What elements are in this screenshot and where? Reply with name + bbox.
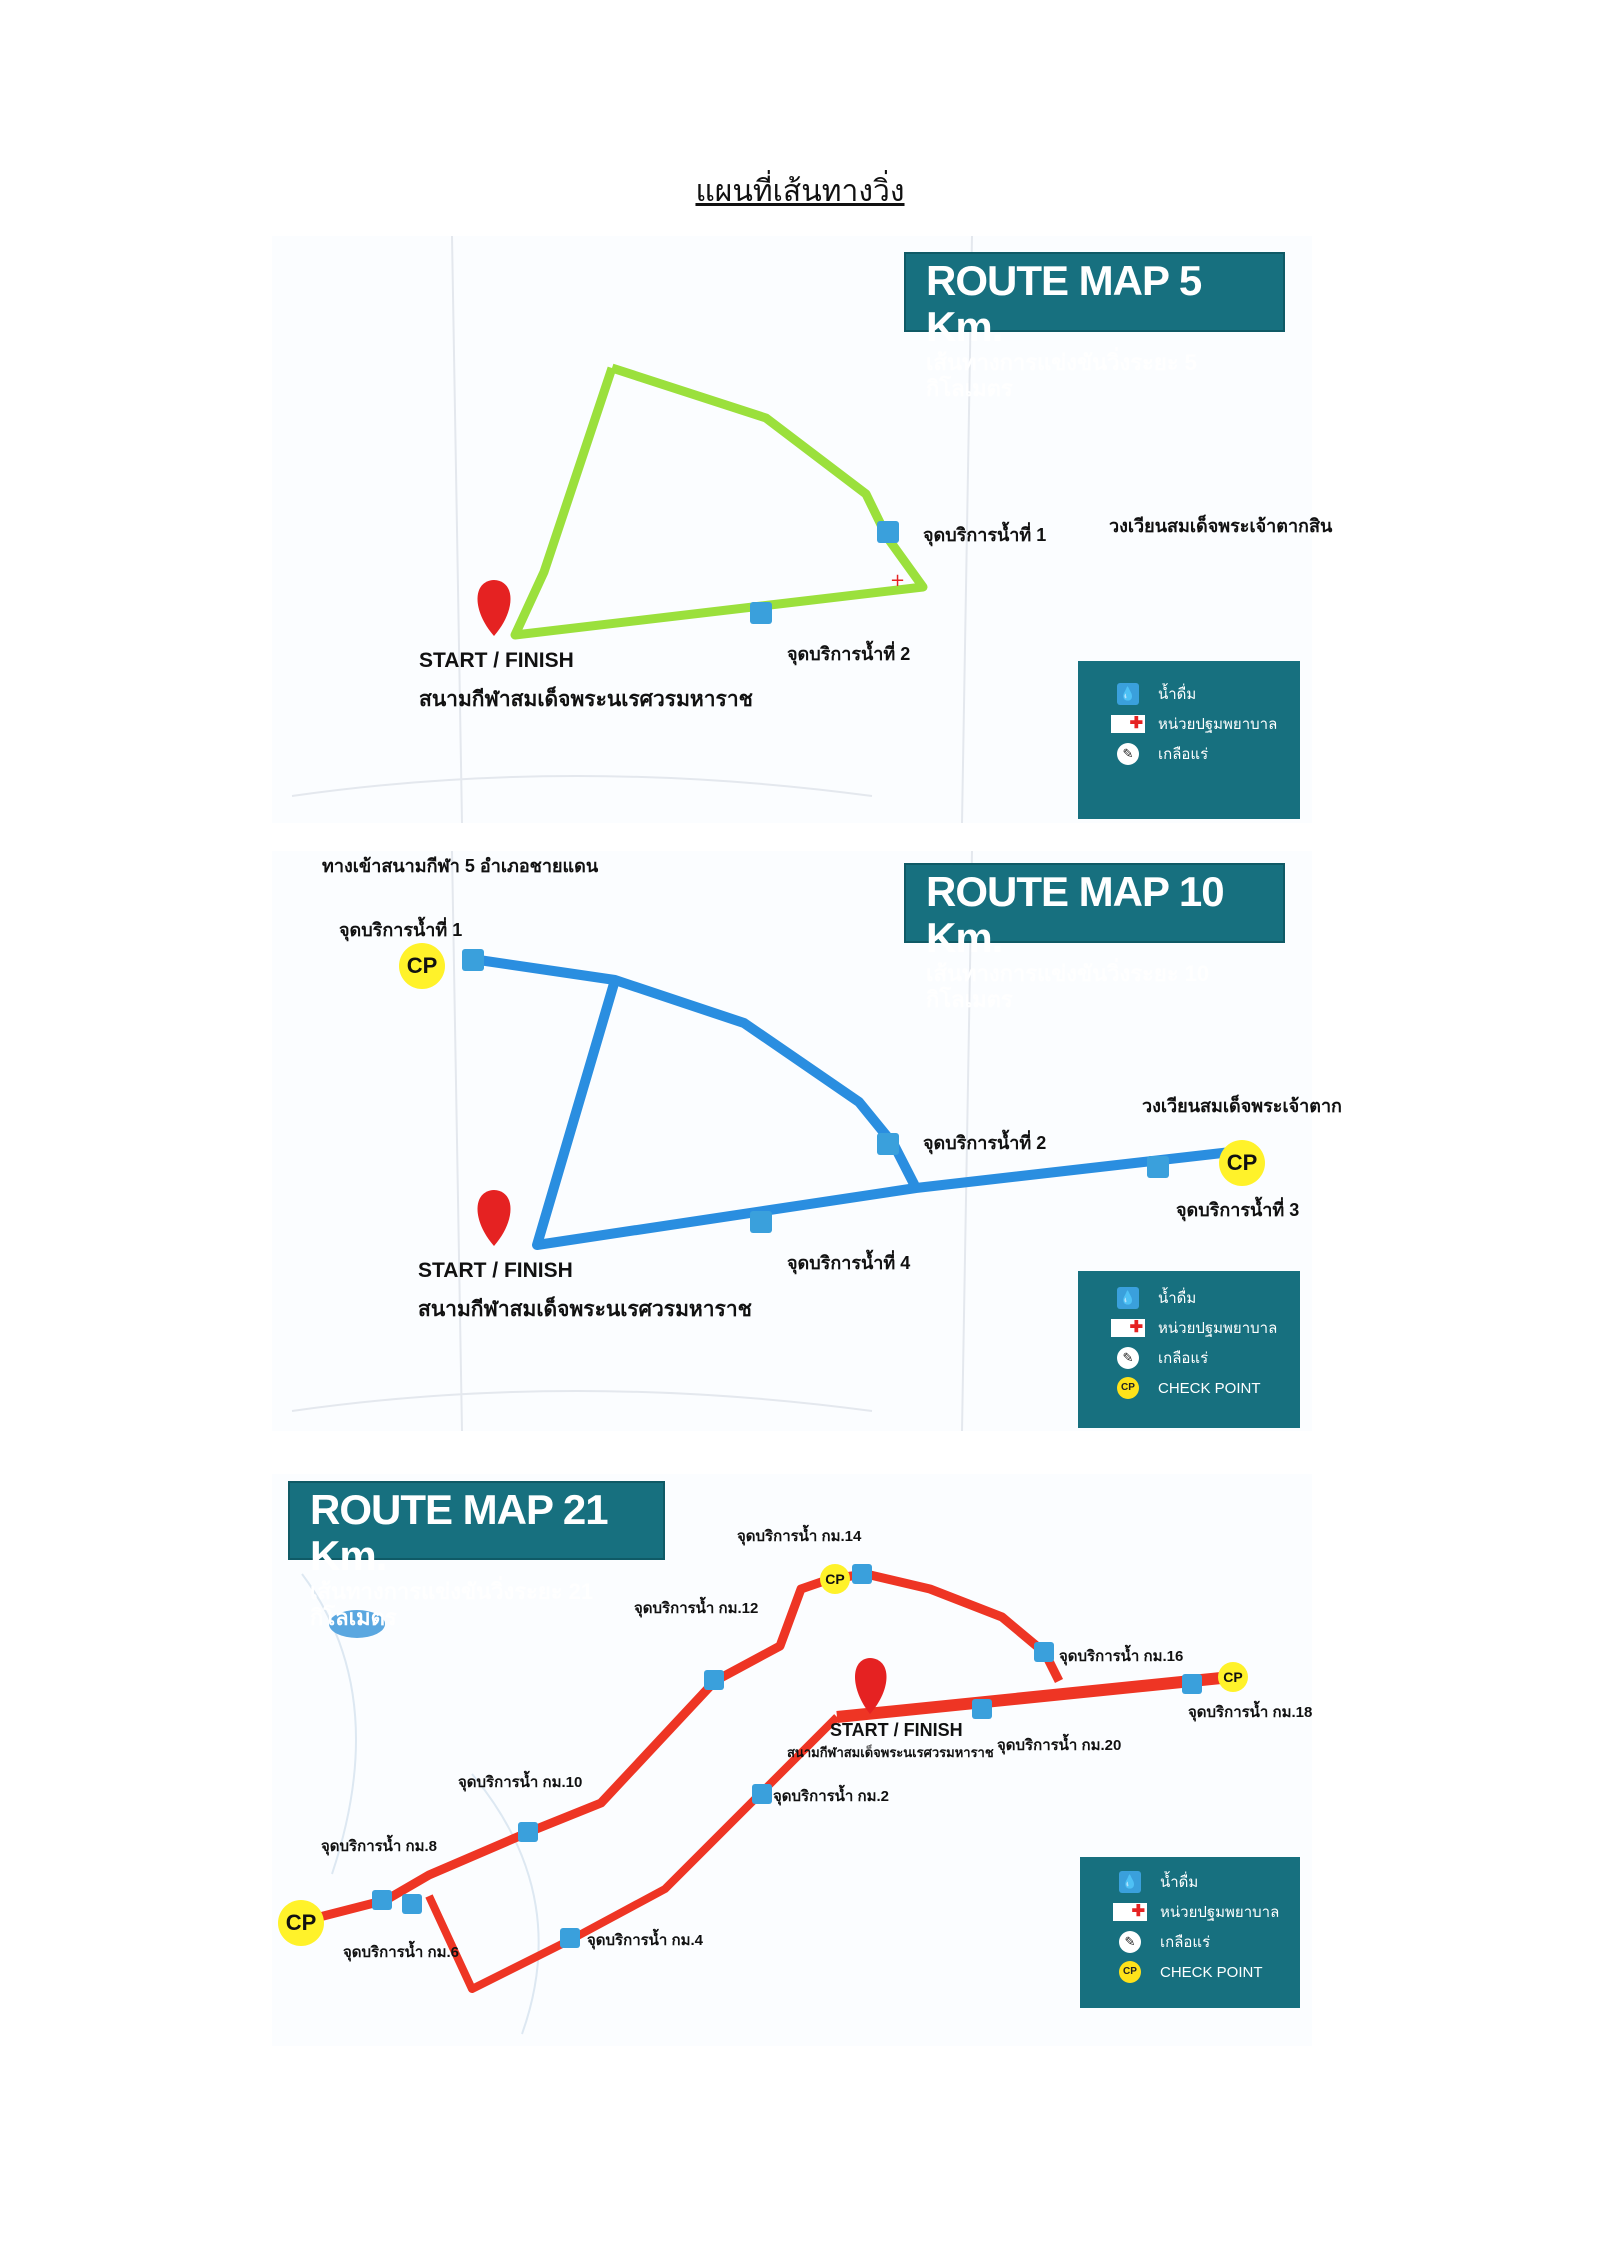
water-icon xyxy=(560,1928,580,1948)
legend-water: น้ำดื่ม xyxy=(1160,1874,1199,1891)
legend-salt: เกลือแร่ xyxy=(1158,1350,1209,1367)
start-pin-icon xyxy=(855,1658,887,1714)
legend-first-aid: หน่วยปฐมพยาบาล xyxy=(1158,1320,1278,1337)
start-pin-icon xyxy=(477,580,511,636)
checkpoint-icon: CP xyxy=(1117,1377,1139,1399)
water-point-2: จุดบริการน้ำที่ 2 xyxy=(923,1133,1047,1153)
route-map-5km: + จุดบริการน้ำที่ 1 จุดบริการน้ำที่ 2 ST… xyxy=(272,236,1332,823)
legend-salt: เกลือแร่ xyxy=(1160,1934,1211,1951)
page-title: แผนที่เส้นทางวิ่ง xyxy=(695,174,905,209)
salt-icon: ✎ xyxy=(1117,743,1139,765)
legend-salt: เกลือแร่ xyxy=(1158,746,1209,763)
route-21km-svg xyxy=(298,1564,1232,2035)
route-21km-line xyxy=(425,1714,840,1993)
water-icon xyxy=(750,1211,772,1233)
header-subtitle: เส้นทางการแข่งขันวิ่งระยะ 21 กิโลเมตร xyxy=(310,1579,594,1630)
header-title: ROUTE MAP 10 Km. xyxy=(926,868,1225,961)
roundabout-label: วงเวียนสมเด็จพระเจ้าตากสิน xyxy=(1109,516,1333,536)
start-finish-label: START / FINISH xyxy=(830,1720,963,1740)
legend-first-aid: หน่วยปฐมพยาบาล xyxy=(1160,1904,1280,1921)
start-finish-label: START / FINISH xyxy=(419,649,574,672)
checkpoint-marker: CP xyxy=(1219,1140,1265,1186)
water-icon xyxy=(372,1890,392,1910)
water-icon xyxy=(750,602,772,624)
water-point-3: จุดบริการน้ำที่ 3 xyxy=(1176,1200,1300,1220)
water-point-km8: จุดบริการน้ำ กม.8 xyxy=(321,1838,437,1855)
water-icon xyxy=(877,521,899,543)
stadium-label: สนามกีฬาสมเด็จพระนเรศวรมหาราช xyxy=(419,688,753,711)
route-5km-line xyxy=(510,363,928,640)
water-icon xyxy=(704,1670,724,1690)
water-point-km12: จุดบริการน้ำ กม.12 xyxy=(634,1600,759,1617)
header-subtitle: เส้นทางการแข่งขันวิ่งระยะ 5 กิโลเมตร xyxy=(926,350,1197,401)
salt-icon: ✎ xyxy=(1119,1931,1141,1953)
legend-checkpoint: CHECK POINT xyxy=(1158,1379,1261,1397)
water-icon: 💧 xyxy=(1119,1871,1141,1893)
stadium-label: สนามกีฬาสมเด็จพระนเรศวรมหาราช xyxy=(787,1745,994,1760)
water-icon xyxy=(1034,1642,1054,1662)
route-21km-header: ROUTE MAP 21 Km. เส้นทางการแข่งขันวิ่งระ… xyxy=(288,1481,665,1630)
water-icon xyxy=(877,1133,899,1155)
water-icon: 💧 xyxy=(1117,683,1139,705)
checkpoint-marker: CP xyxy=(820,1564,850,1594)
water-point-km2: จุดบริการน้ำ กม.2 xyxy=(773,1788,889,1805)
checkpoint-marker: CP xyxy=(399,943,445,989)
salt-icon: ✎ xyxy=(1117,1347,1139,1369)
first-aid-icon: ✚ xyxy=(1113,1903,1147,1921)
water-point-km14: จุดบริการน้ำ กม.14 xyxy=(737,1528,862,1545)
water-point-1: จุดบริการน้ำที่ 1 xyxy=(923,525,1047,545)
route-5km-header: ROUTE MAP 5 Km. เส้นทางการแข่งขันวิ่งระย… xyxy=(904,252,1285,401)
route-5km-svg: + xyxy=(291,236,973,823)
route-10km-header: ROUTE MAP 10 Km. เส้นทางการแข่งขันวิ่งระ… xyxy=(904,863,1285,1012)
roundabout-label: วงเวียนสมเด็จพระเจ้าตาก xyxy=(1142,1096,1342,1116)
stadium-label: สนามกีฬาสมเด็จพระนเรศวรมหาราช xyxy=(418,1298,752,1321)
legend-first-aid: หน่วยปฐมพยาบาล xyxy=(1158,716,1278,733)
legend-water: น้ำดื่ม xyxy=(1158,686,1197,703)
water-icon: 💧 xyxy=(1117,1287,1139,1309)
first-aid-icon: ✚ xyxy=(1111,715,1145,733)
water-point-km6: จุดบริการน้ำ กม.6 xyxy=(343,1944,459,1961)
water-point-km20: จุดบริการน้ำ กม.20 xyxy=(997,1737,1122,1754)
water-icon xyxy=(852,1564,872,1584)
stadium-entrance-label: ทางเข้าสนามกีฬา 5 อำเภอชายแดน xyxy=(322,856,599,876)
legend-21km: 💧 น้ำดื่ม ✚ หน่วยปฐมพยาบาล ✎ เกลือแร่ CP CHE… xyxy=(1080,1857,1300,2008)
water-point-km16: จุดบริการน้ำ กม.16 xyxy=(1059,1648,1184,1665)
water-point-4: จุดบริการน้ำที่ 4 xyxy=(787,1253,911,1273)
water-icon xyxy=(972,1699,992,1719)
water-point-km18: จุดบริการน้ำ กม.18 xyxy=(1188,1704,1313,1721)
water-icon xyxy=(462,949,484,971)
water-point-1: จุดบริการน้ำที่ 1 xyxy=(339,920,463,940)
checkpoint-marker: CP xyxy=(278,1900,324,1946)
header-title: ROUTE MAP 5 Km. xyxy=(926,257,1202,350)
legend-5km: 💧 น้ำดื่ม ✚ หน่วยปฐมพยาบาล ✎ เกลือแร่ xyxy=(1078,661,1300,819)
water-point-2: จุดบริการน้ำที่ 2 xyxy=(787,644,911,664)
water-icon xyxy=(518,1822,538,1842)
first-aid-icon: ✚ xyxy=(1111,1319,1145,1337)
route-10km-line xyxy=(532,978,917,1250)
legend-checkpoint: CHECK POINT xyxy=(1160,1963,1263,1981)
header-subtitle: เส้นทางการแข่งขันวิ่งระยะ 10 กิโลเมตร xyxy=(926,961,1210,1012)
water-icon xyxy=(402,1894,422,1914)
water-icon xyxy=(1182,1674,1202,1694)
header-title: ROUTE MAP 21 Km. xyxy=(310,1486,609,1579)
water-icon xyxy=(752,1784,772,1804)
route-21km-line xyxy=(836,1671,1232,1723)
water-point-km4: จุดบริการน้ำ กม.4 xyxy=(587,1932,703,1949)
first-aid-icon: + xyxy=(890,570,905,591)
water-point-km10: จุดบริการน้ำ กม.10 xyxy=(458,1774,583,1791)
route-map-21km: CP CP CP จุดบริการน้ำ กม.14 จุดบริการน้ำ… xyxy=(272,1474,1312,2046)
route-10km-svg xyxy=(291,851,1232,1431)
start-pin-icon xyxy=(477,1190,511,1246)
legend-water: น้ำดื่ม xyxy=(1158,1290,1197,1307)
checkpoint-marker: CP xyxy=(1218,1662,1248,1692)
legend-10km: 💧 น้ำดื่ม ✚ หน่วยปฐมพยาบาล ✎ เกลือแร่ CP CHE… xyxy=(1078,1271,1300,1428)
checkpoint-icon: CP xyxy=(1119,1961,1141,1983)
route-21km-line xyxy=(298,1569,1064,1927)
start-finish-label: START / FINISH xyxy=(418,1259,573,1282)
water-icon xyxy=(1147,1156,1169,1178)
